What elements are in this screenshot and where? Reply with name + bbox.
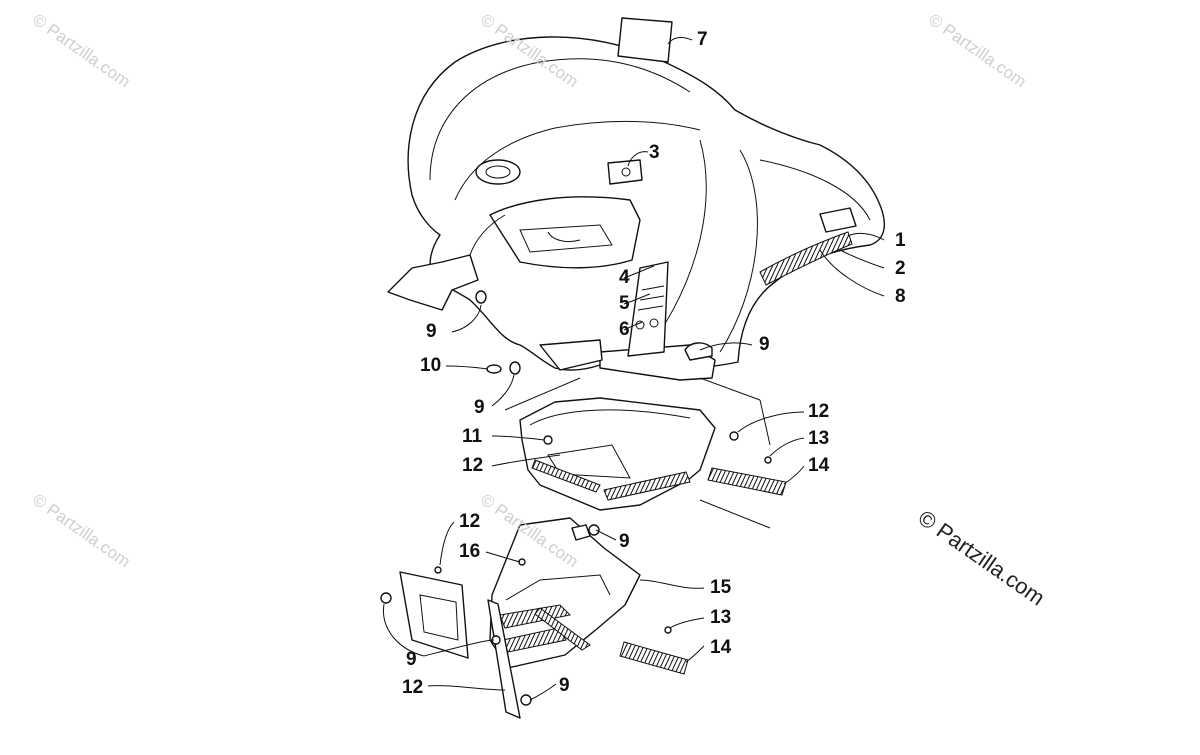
callout-13: 13 — [808, 428, 830, 449]
callout-12: 12 — [808, 401, 830, 422]
decal-3 — [607, 159, 643, 185]
decal-8 — [819, 207, 857, 233]
callout-7: 7 — [697, 29, 708, 50]
callout-14: 14 — [808, 455, 830, 476]
callout-16: 16 — [459, 541, 481, 562]
footwell-right — [399, 517, 641, 719]
callout-12: 12 — [402, 677, 424, 698]
callout-1: 1 — [895, 230, 906, 251]
rear-fender — [387, 36, 886, 381]
callout-9: 9 — [426, 321, 437, 342]
screw-icon — [380, 592, 392, 604]
callout-9: 9 — [559, 675, 570, 696]
callout-13: 13 — [710, 607, 732, 628]
screw-icon — [520, 694, 532, 706]
callout-11: 11 — [462, 426, 483, 447]
decal-7 — [617, 17, 673, 63]
screw-icon — [434, 566, 442, 574]
callout-15: 15 — [710, 577, 732, 598]
callout-12: 12 — [462, 455, 484, 476]
screw-icon — [764, 456, 772, 464]
callout-8: 8 — [895, 286, 906, 307]
side-stripe-decal-2 — [759, 231, 853, 286]
callout-9: 9 — [759, 334, 770, 355]
screw-icon — [664, 626, 672, 634]
screw-icon — [509, 361, 521, 375]
screw-icon — [588, 524, 600, 536]
leader-lines — [383, 36, 885, 701]
callout-3: 3 — [649, 142, 660, 163]
footrest-plate-14-lower — [619, 641, 689, 675]
callout-9: 9 — [474, 397, 485, 418]
callout-12: 12 — [459, 511, 481, 532]
rivet-icon — [684, 342, 713, 361]
callout-14: 14 — [710, 637, 732, 658]
callout-2: 2 — [895, 258, 906, 279]
callout-4: 4 — [619, 267, 630, 288]
screw-icon — [729, 431, 739, 441]
callout-5: 5 — [619, 293, 630, 314]
screw-icon — [475, 290, 487, 304]
callout-9: 9 — [406, 649, 417, 670]
callout-6: 6 — [619, 319, 630, 340]
footrest-plate-14 — [707, 467, 787, 496]
callout-10: 10 — [420, 355, 442, 376]
footwell-left — [519, 397, 716, 511]
callout-9: 9 — [619, 531, 630, 552]
washer-icon — [486, 364, 502, 374]
